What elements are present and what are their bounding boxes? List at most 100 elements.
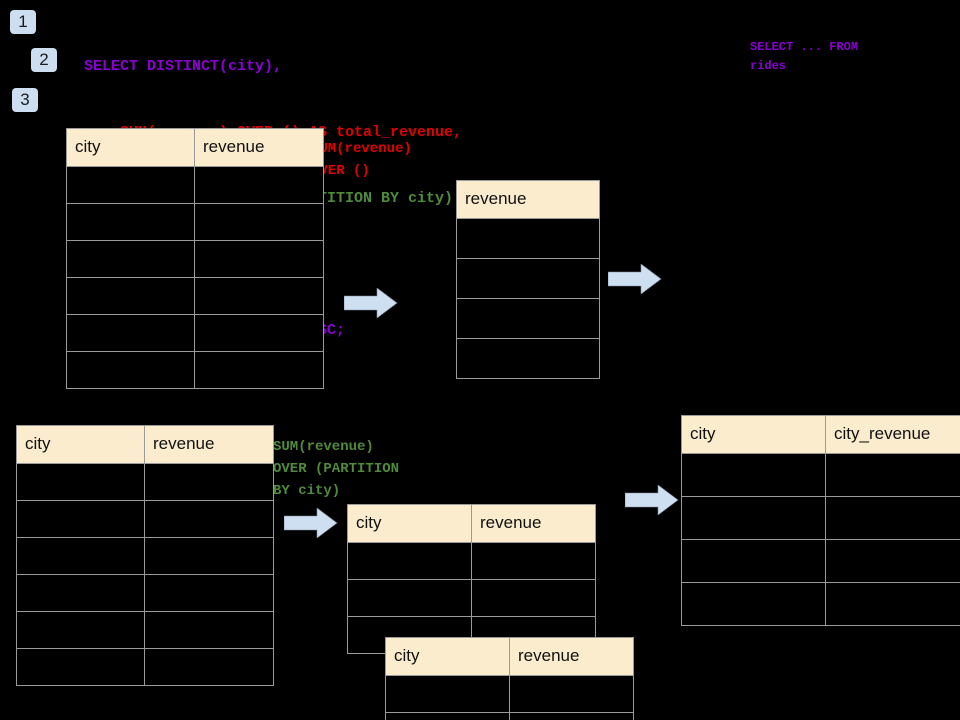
column-header-revenue: revenue bbox=[194, 128, 324, 167]
cell-revenue bbox=[194, 351, 324, 389]
cell-revenue bbox=[144, 500, 274, 538]
column-header-revenue: revenue bbox=[471, 504, 596, 543]
cell-revenue bbox=[194, 203, 324, 241]
cell-city bbox=[347, 542, 472, 580]
cell-city bbox=[681, 496, 826, 540]
table-total-revenue: revenue bbox=[456, 180, 600, 379]
table-row bbox=[66, 240, 324, 278]
cell-revenue bbox=[509, 712, 634, 720]
table-row bbox=[66, 351, 324, 389]
column-header-revenue: revenue bbox=[509, 637, 634, 676]
table-source-top: city revenue bbox=[66, 128, 324, 389]
table-row bbox=[385, 712, 634, 720]
table-result: city city_revenue bbox=[681, 415, 960, 626]
column-header-city: city bbox=[347, 504, 472, 543]
table-header-row: city revenue bbox=[66, 128, 324, 167]
table-row bbox=[16, 574, 274, 612]
cell-city bbox=[66, 203, 195, 241]
cell-revenue bbox=[144, 611, 274, 649]
table-row bbox=[16, 648, 274, 686]
table-row bbox=[456, 298, 600, 339]
table-row bbox=[456, 338, 600, 379]
cell-revenue bbox=[471, 579, 596, 617]
table-row bbox=[347, 579, 596, 617]
column-header-city: city bbox=[66, 128, 195, 167]
table-row bbox=[681, 496, 960, 540]
cell-revenue bbox=[194, 314, 324, 352]
cell-city bbox=[347, 579, 472, 617]
table-row bbox=[681, 582, 960, 626]
annotation-select-from-rides: SELECT ... FROM rides bbox=[750, 40, 859, 73]
table-partition-back: city revenue bbox=[347, 504, 596, 654]
arrow-partition-to-result bbox=[625, 485, 679, 515]
table-row bbox=[681, 453, 960, 497]
column-header-city: city bbox=[385, 637, 510, 676]
cell-city bbox=[681, 539, 826, 583]
cell-city bbox=[66, 351, 195, 389]
cell-city-revenue bbox=[825, 539, 960, 583]
step-badge-3: 3 bbox=[12, 88, 38, 112]
cell-city bbox=[66, 166, 195, 204]
cell-city bbox=[16, 648, 145, 686]
annotation-sum-over-empty: SUM(revenue) OVER () bbox=[311, 141, 412, 179]
cell-city-revenue bbox=[825, 582, 960, 626]
cell-revenue bbox=[144, 463, 274, 501]
table-row bbox=[16, 463, 274, 501]
table-row bbox=[16, 537, 274, 575]
cell-city-revenue bbox=[825, 453, 960, 497]
table-row bbox=[681, 539, 960, 583]
arrow-source-to-total bbox=[344, 288, 398, 318]
table-row bbox=[66, 203, 324, 241]
annotation-sum-over-partition: SUM(revenue) OVER (PARTITION BY city) bbox=[273, 439, 400, 499]
table-header-row: revenue bbox=[456, 180, 600, 219]
step-badge-1: 1 bbox=[10, 10, 36, 34]
cell-revenue bbox=[194, 277, 324, 315]
cell-revenue bbox=[456, 338, 600, 379]
cell-city bbox=[681, 453, 826, 497]
cell-city bbox=[66, 314, 195, 352]
arrow-source-to-partition bbox=[284, 508, 338, 538]
cell-revenue bbox=[456, 258, 600, 299]
table-row bbox=[66, 314, 324, 352]
cell-city bbox=[681, 582, 826, 626]
table-row bbox=[16, 611, 274, 649]
table-source-bottom: city revenue bbox=[16, 425, 274, 686]
table-row bbox=[16, 500, 274, 538]
cell-revenue bbox=[509, 675, 634, 713]
table-row bbox=[347, 542, 596, 580]
cell-city bbox=[66, 240, 195, 278]
table-row bbox=[66, 277, 324, 315]
column-header-revenue: revenue bbox=[144, 425, 274, 464]
cell-revenue bbox=[144, 537, 274, 575]
table-header-row: city revenue bbox=[347, 504, 596, 543]
cell-revenue bbox=[144, 648, 274, 686]
column-header-city-revenue: city_revenue bbox=[825, 415, 960, 454]
table-row bbox=[385, 675, 634, 713]
cell-city bbox=[16, 611, 145, 649]
table-header-row: city revenue bbox=[16, 425, 274, 464]
cell-revenue bbox=[144, 574, 274, 612]
cell-revenue bbox=[456, 218, 600, 259]
cell-revenue bbox=[194, 240, 324, 278]
cell-city bbox=[16, 574, 145, 612]
table-row bbox=[456, 258, 600, 299]
cell-revenue bbox=[471, 542, 596, 580]
cell-city bbox=[16, 463, 145, 501]
cell-city-revenue bbox=[825, 496, 960, 540]
cell-city bbox=[16, 537, 145, 575]
table-partition-front: city revenue bbox=[385, 637, 634, 720]
column-header-city: city bbox=[16, 425, 145, 464]
cell-revenue bbox=[194, 166, 324, 204]
cell-city bbox=[16, 500, 145, 538]
column-header-city: city bbox=[681, 415, 826, 454]
column-header-revenue: revenue bbox=[456, 180, 600, 219]
cell-city bbox=[385, 712, 510, 720]
cell-revenue bbox=[456, 298, 600, 339]
table-header-row: city city_revenue bbox=[681, 415, 960, 454]
table-row bbox=[66, 166, 324, 204]
sql-line-1: SELECT DISTINCT(city), bbox=[84, 58, 283, 75]
cell-city bbox=[66, 277, 195, 315]
step-badge-2: 2 bbox=[31, 48, 57, 72]
arrow-total-to-result bbox=[608, 264, 662, 294]
